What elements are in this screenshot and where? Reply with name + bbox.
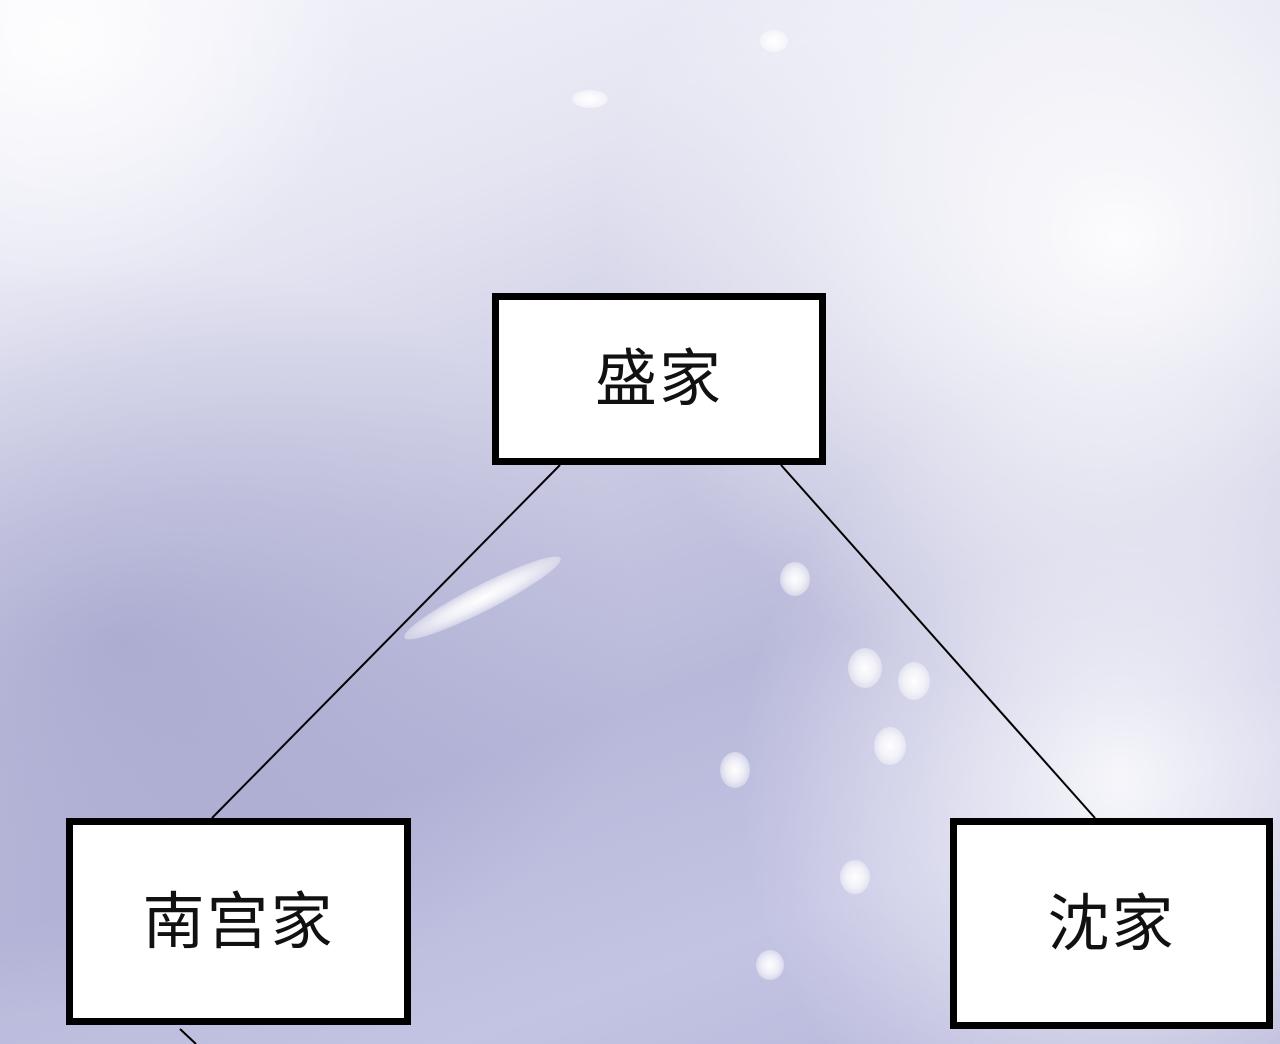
light-sparkle <box>760 30 788 52</box>
node-shen-family: 沈家 <box>950 818 1273 1029</box>
light-sparkle <box>848 648 882 688</box>
light-sparkle <box>780 562 810 596</box>
light-sparkle <box>572 90 608 108</box>
light-sparkle <box>898 662 930 700</box>
node-sheng-family: 盛家 <box>492 293 826 465</box>
light-sparkle <box>756 950 784 980</box>
light-sparkle <box>874 727 906 765</box>
node-label: 沈家 <box>1047 886 1176 960</box>
node-label: 盛家 <box>594 342 723 415</box>
light-sparkle <box>720 752 750 788</box>
connector-sheng-to-shen <box>780 464 1096 819</box>
node-label: 南宫家 <box>142 884 335 958</box>
connector-sheng-to-nangong <box>211 464 561 819</box>
light-sparkle <box>840 860 870 894</box>
node-nangong-family: 南宫家 <box>66 818 411 1025</box>
connector-nangong-downward <box>179 1028 197 1044</box>
